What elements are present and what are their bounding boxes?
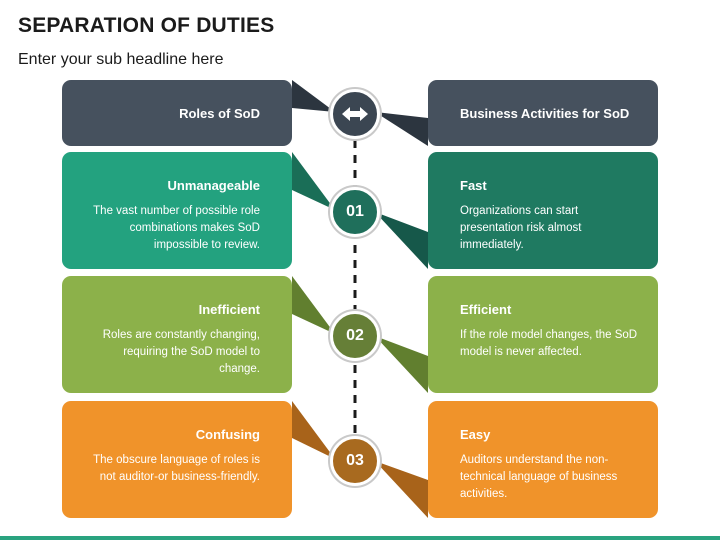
page-subtitle: Enter your sub headline here — [18, 51, 224, 68]
row2-right-title: Efficient — [460, 302, 512, 317]
row1-right-card: Fast Organizations can start presentatio… — [428, 152, 658, 269]
header-right-label: Business Activities for SoD — [460, 105, 630, 121]
row3-right-card: Easy Auditors understand the non-technic… — [428, 401, 658, 518]
row1-right-fold — [375, 212, 428, 269]
row2-left-fold — [292, 276, 335, 334]
step-02-badge: 02 — [330, 311, 380, 361]
row3-left-fold — [292, 401, 335, 459]
row1-left-title: Unmanageable — [167, 178, 260, 193]
row1-right-title: Fast — [460, 178, 487, 193]
row2-left-title: Inefficient — [198, 302, 260, 317]
row2-left-text: Roles are constantly changing, requiring… — [102, 329, 260, 375]
row2-left-card: Inefficient Roles are constantly changin… — [62, 276, 292, 393]
header-right-fold — [375, 112, 428, 146]
row3-right-text: Auditors understand the non-technical la… — [460, 454, 618, 500]
row3-left-title: Confusing — [195, 427, 260, 442]
row3-right-title: Easy — [460, 427, 491, 442]
header-roles-of-sod: Roles of SoD — [62, 80, 292, 146]
step-03-badge: 03 — [330, 436, 380, 486]
row2-right-fold — [375, 336, 428, 393]
page-title: SEPARATION OF DUTIES — [18, 14, 275, 37]
header-left-label: Roles of SoD — [179, 105, 260, 121]
double-arrow-icon — [330, 89, 380, 139]
header-business-activities: Business Activities for SoD — [428, 80, 658, 146]
row1-left-text: The vast number of possible role combina… — [93, 205, 260, 251]
row3-left-text: The obscure language of roles is not aud… — [93, 454, 260, 483]
row2-right-text: If the role model changes, the SoD model… — [460, 329, 638, 358]
row1-left-card: Unmanageable The vast number of possible… — [62, 152, 292, 269]
row2-right-card: Efficient If the role model changes, the… — [428, 276, 658, 393]
row1-right-text: Organizations can start presentation ris… — [460, 205, 582, 251]
step-01-badge: 01 — [330, 187, 380, 237]
header-left-fold — [292, 80, 335, 112]
row3-right-fold — [375, 461, 428, 518]
row3-left-card: Confusing The obscure language of roles … — [62, 401, 292, 518]
bottom-accent-bar — [0, 536, 720, 540]
row1-left-fold — [292, 152, 335, 210]
